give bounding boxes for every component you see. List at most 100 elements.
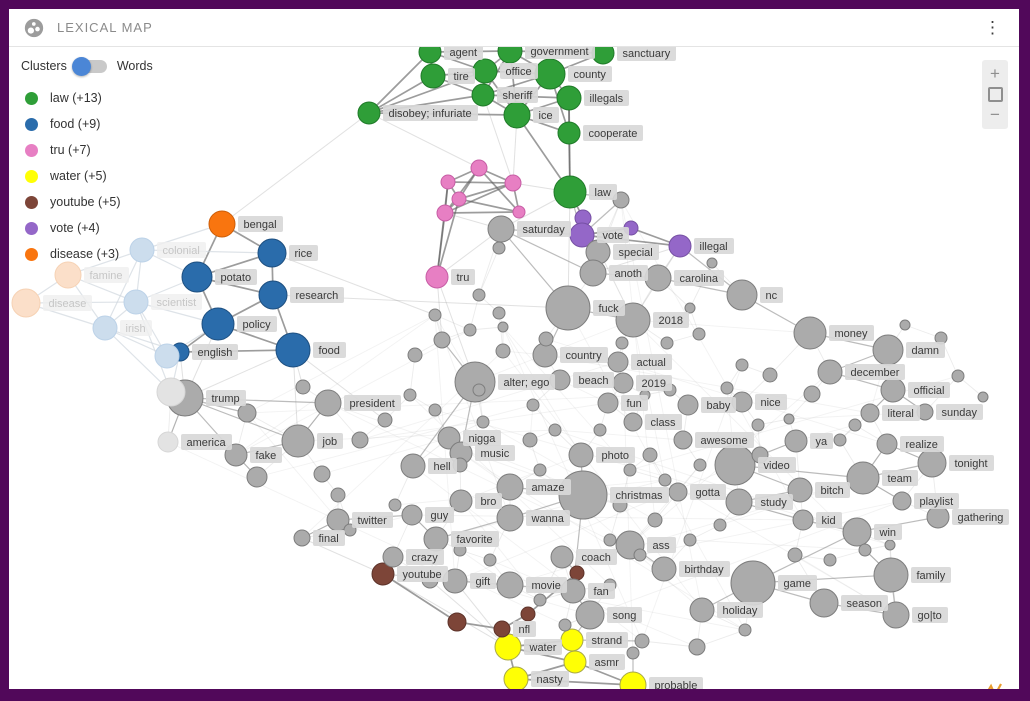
graph-node-youtube[interactable] bbox=[371, 562, 395, 586]
graph-node-season[interactable] bbox=[809, 588, 839, 618]
graph-node-nfl[interactable] bbox=[493, 620, 511, 638]
graph-node-country[interactable] bbox=[532, 342, 558, 368]
graph-node-f8[interactable] bbox=[615, 336, 629, 350]
graph-node-f44[interactable] bbox=[533, 463, 547, 477]
graph-node-f11[interactable] bbox=[497, 321, 509, 333]
graph-node-actual[interactable] bbox=[607, 351, 629, 373]
graph-node-f19[interactable] bbox=[751, 418, 765, 432]
graph-node-baby[interactable] bbox=[677, 394, 699, 416]
graph-node-food[interactable] bbox=[275, 332, 311, 368]
graph-node-f14[interactable] bbox=[684, 302, 696, 314]
graph-node-coach[interactable] bbox=[550, 545, 574, 569]
graph-node-f61[interactable] bbox=[738, 623, 752, 637]
graph-node-probable[interactable] bbox=[619, 671, 647, 689]
graph-node-f43[interactable] bbox=[693, 458, 707, 472]
graph-node-gotta[interactable] bbox=[668, 482, 688, 502]
graph-node-tire[interactable] bbox=[420, 63, 446, 89]
graph-node-p6[interactable] bbox=[512, 205, 526, 219]
graph-node-f16[interactable] bbox=[735, 358, 749, 372]
graph-node-f20[interactable] bbox=[783, 413, 795, 425]
graph-node-tf[interactable] bbox=[156, 377, 186, 407]
graph-node-f38[interactable] bbox=[548, 423, 562, 437]
legend-item-water[interactable]: water (+5) bbox=[21, 163, 153, 189]
graph-node-water[interactable] bbox=[494, 633, 522, 661]
graph-node-b1[interactable] bbox=[447, 612, 467, 632]
graph-node-class[interactable] bbox=[623, 412, 643, 432]
graph-node-f42[interactable] bbox=[623, 463, 637, 477]
graph-node-f12[interactable] bbox=[526, 398, 540, 412]
graph-node-f27[interactable] bbox=[237, 403, 257, 423]
graph-node-photo[interactable] bbox=[568, 442, 594, 468]
graph-node-fb1[interactable] bbox=[154, 343, 180, 369]
graph-node-policy[interactable] bbox=[201, 307, 235, 341]
graph-node-america[interactable] bbox=[157, 431, 179, 453]
graph-node-illegals[interactable] bbox=[556, 85, 582, 111]
graph-node-tru[interactable] bbox=[425, 265, 449, 289]
graph-node-final[interactable] bbox=[293, 529, 311, 547]
graph-node-birthday[interactable] bbox=[651, 556, 677, 582]
graph-node-f54[interactable] bbox=[533, 593, 547, 607]
graph-node-f31[interactable] bbox=[330, 487, 346, 503]
graph-node-f40[interactable] bbox=[642, 447, 658, 463]
graph-node-hell[interactable] bbox=[400, 453, 426, 479]
graph-node-ya[interactable] bbox=[784, 429, 808, 453]
graph-node-anoth[interactable] bbox=[579, 259, 607, 287]
graph-node-f49[interactable] bbox=[633, 548, 647, 562]
graph-node-f67[interactable] bbox=[407, 347, 423, 363]
graph-node-f25[interactable] bbox=[951, 369, 965, 383]
graph-node-law[interactable] bbox=[553, 175, 587, 209]
graph-node-sheriff[interactable] bbox=[471, 83, 495, 107]
graph-node-f53[interactable] bbox=[483, 553, 497, 567]
graph-node-rice[interactable] bbox=[257, 238, 287, 268]
graph-node-holiday[interactable] bbox=[689, 597, 715, 623]
graph-node-f23[interactable] bbox=[899, 319, 911, 331]
graph-node-nasty[interactable] bbox=[503, 666, 529, 689]
graph-node-bro[interactable] bbox=[449, 489, 473, 513]
graph-node-kid[interactable] bbox=[792, 509, 814, 531]
graph-node-f37[interactable] bbox=[522, 432, 538, 448]
graph-node-literal[interactable] bbox=[860, 403, 880, 423]
graph-node-f75[interactable] bbox=[428, 308, 442, 322]
graph-node-p5[interactable] bbox=[436, 204, 454, 222]
graph-node-f17[interactable] bbox=[720, 381, 734, 395]
clusters-words-toggle[interactable] bbox=[71, 56, 107, 76]
graph-node-ice[interactable] bbox=[503, 101, 531, 129]
graph-node-cooperate[interactable] bbox=[557, 121, 581, 145]
graph-node-goto[interactable] bbox=[882, 601, 910, 629]
graph-node-county[interactable] bbox=[534, 58, 566, 90]
graph-node-f70[interactable] bbox=[848, 418, 862, 432]
graph-node-f57[interactable] bbox=[634, 633, 650, 649]
graph-node-f2[interactable] bbox=[492, 241, 506, 255]
legend-item-youtube[interactable]: youtube (+5) bbox=[21, 189, 153, 215]
graph-node-f32[interactable] bbox=[351, 431, 369, 449]
graph-node-favorite[interactable] bbox=[423, 526, 449, 552]
graph-node-f55[interactable] bbox=[558, 618, 572, 632]
graph-node-f3[interactable] bbox=[472, 288, 486, 302]
graph-node-f64[interactable] bbox=[858, 543, 872, 557]
graph-node-amaze[interactable] bbox=[496, 473, 524, 501]
graph-node-f7[interactable] bbox=[538, 331, 554, 347]
graph-node-f66[interactable] bbox=[463, 323, 477, 337]
graph-node-tonight[interactable] bbox=[917, 448, 947, 478]
graph-node-f65[interactable] bbox=[884, 539, 896, 551]
graph-node-f35[interactable] bbox=[428, 403, 442, 417]
graph-node-f26[interactable] bbox=[977, 391, 989, 403]
graph-node-f39[interactable] bbox=[593, 423, 607, 437]
graph-node-win[interactable] bbox=[842, 517, 872, 547]
graph-node-f29[interactable] bbox=[295, 379, 311, 395]
graph-node-f59[interactable] bbox=[688, 638, 706, 656]
graph-node-f73[interactable] bbox=[388, 498, 402, 512]
legend-item-disease[interactable]: disease (+3) bbox=[21, 241, 153, 267]
graph-node-nigga[interactable] bbox=[437, 426, 461, 450]
zoom-out-button[interactable]: − bbox=[990, 105, 1000, 124]
graph-node-f9[interactable] bbox=[660, 336, 674, 350]
legend-item-tru[interactable]: tru (+7) bbox=[21, 137, 153, 163]
graph-node-movie[interactable] bbox=[496, 571, 524, 599]
graph-node-p1[interactable] bbox=[470, 159, 488, 177]
graph-node-f48[interactable] bbox=[713, 518, 727, 532]
graph-node-playlist[interactable] bbox=[892, 491, 912, 511]
graph-node-nc[interactable] bbox=[726, 279, 758, 311]
graph-node-f74[interactable] bbox=[476, 415, 490, 429]
graph-node-research[interactable] bbox=[258, 280, 288, 310]
graph-node-money[interactable] bbox=[793, 316, 827, 350]
